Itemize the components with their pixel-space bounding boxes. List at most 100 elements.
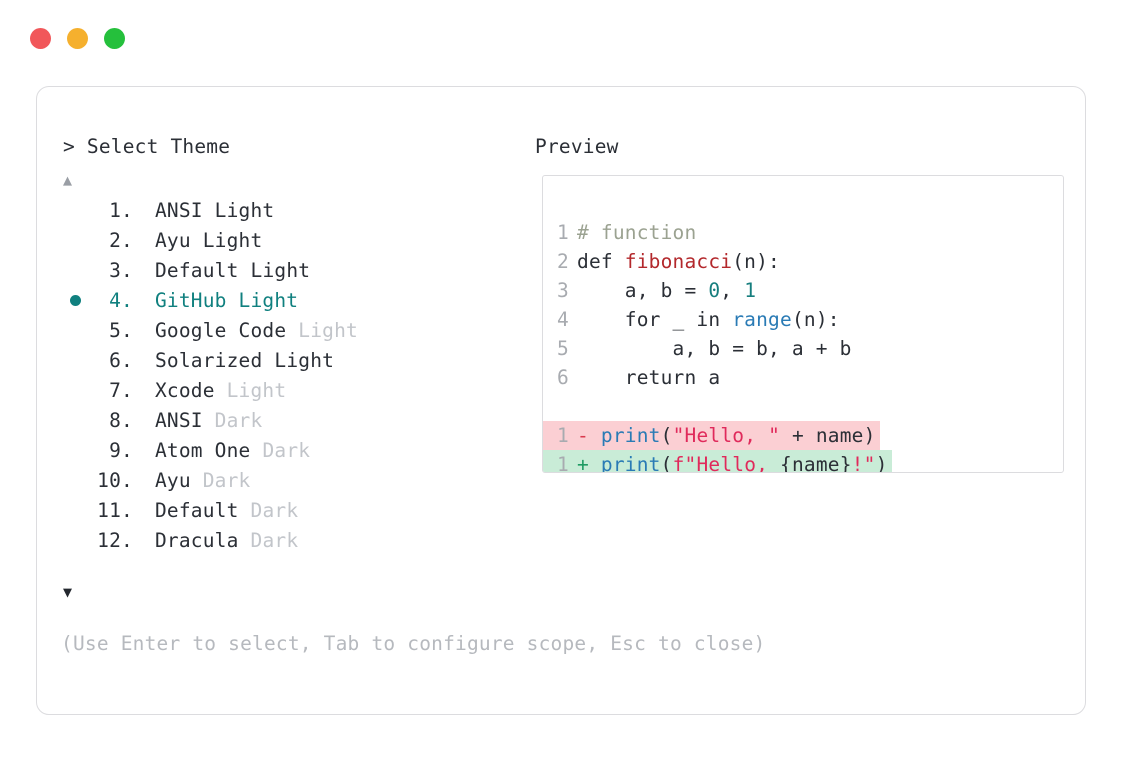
theme-item-space <box>203 199 215 222</box>
theme-item-index-gap <box>133 409 155 432</box>
code-line-number: 5 <box>557 337 569 360</box>
code-token: + name) <box>780 424 876 447</box>
code-line-number: 3 <box>557 279 569 302</box>
close-window-dot[interactable] <box>30 28 51 49</box>
code-token: print <box>600 424 661 447</box>
theme-item-name: ANSI <box>154 408 203 432</box>
theme-item-index: 12. <box>97 528 133 552</box>
selection-dot-icon <box>69 294 81 306</box>
scroll-down-icon[interactable]: ▼ <box>63 583 73 601</box>
theme-item-name: Ayu <box>154 228 191 252</box>
theme-list-item[interactable]: 3. Default Light <box>59 255 499 285</box>
code-line: 4 for _ in range(n): <box>543 305 1063 334</box>
theme-item-index: 3. <box>109 258 133 282</box>
theme-item-index-gap <box>133 289 155 312</box>
theme-item-variant: Light <box>298 318 358 342</box>
code-token: # function <box>577 221 697 244</box>
code-line: 3 a, b = 0, 1 <box>543 276 1063 305</box>
code-token: a, b = <box>577 279 709 302</box>
code-token: range <box>732 308 792 331</box>
theme-item-variant: Dark <box>250 528 299 552</box>
theme-list-item[interactable]: 2. Ayu Light <box>59 225 499 255</box>
theme-item-space <box>191 469 203 492</box>
code-token: f"Hello, <box>672 453 781 473</box>
theme-item-name: Default <box>154 498 239 522</box>
code-token: , <box>720 279 745 302</box>
keyboard-hint: (Use Enter to select, Tab to configure s… <box>61 632 766 655</box>
code-line: 1# function <box>543 218 1063 247</box>
diff-sign: + <box>577 453 589 473</box>
theme-item-index: 7. <box>109 378 133 402</box>
theme-item-name: Dracula <box>154 528 239 552</box>
code-token: print <box>600 453 661 473</box>
maximize-window-dot[interactable] <box>104 28 125 49</box>
scroll-up-icon[interactable]: ▲ <box>63 171 73 189</box>
code-line-text: a, b = 0, 1 <box>577 276 756 305</box>
code-token: return a <box>577 366 721 389</box>
diff-sign-space <box>589 453 601 472</box>
theme-item-space <box>239 499 251 522</box>
theme-item-index-gap <box>133 229 155 252</box>
theme-list-item[interactable]: 12. Dracula Dark <box>59 525 499 555</box>
diff-line-text: - print("Hello, " + name) <box>577 421 880 450</box>
code-line-text: def fibonacci(n): <box>577 247 780 276</box>
theme-item-variant: Light <box>214 198 275 222</box>
theme-item-name: Ayu <box>154 468 191 492</box>
theme-item-index-gap <box>133 259 155 282</box>
theme-item-name: ANSI <box>154 198 203 222</box>
code-token: !" <box>851 453 876 473</box>
theme-item-variant: Light <box>202 228 263 252</box>
window-titlebar <box>30 28 125 49</box>
theme-item-variant: Light <box>250 258 311 282</box>
theme-item-variant: Light <box>226 378 287 402</box>
theme-picker-card: > Select Theme Preview ▲ ▼ 1. ANSI Light… <box>36 86 1086 715</box>
theme-item-space <box>250 439 262 462</box>
minimize-window-dot[interactable] <box>67 28 88 49</box>
theme-item-name: Default <box>154 258 239 282</box>
theme-item-index: 5. <box>109 318 133 342</box>
theme-item-index: 1. <box>109 198 133 222</box>
theme-item-index-gap <box>133 199 155 222</box>
diff-sign: - <box>577 424 589 447</box>
theme-list-item[interactable]: 1. ANSI Light <box>59 195 499 225</box>
code-line-text: # function <box>577 218 696 247</box>
code-line-number: 2 <box>557 250 569 273</box>
theme-item-index-gap <box>133 499 155 522</box>
theme-item-index: 9. <box>109 438 133 462</box>
theme-list-item[interactable]: 10. Ayu Dark <box>59 465 499 495</box>
theme-item-space <box>239 259 251 282</box>
theme-list-item[interactable]: 7. Xcode Light <box>59 375 499 405</box>
theme-item-space <box>286 319 298 342</box>
theme-item-variant: Dark <box>262 438 311 462</box>
code-token: 0 <box>708 279 721 302</box>
theme-item-index: 2. <box>109 228 133 252</box>
code-token: (n): <box>791 308 840 331</box>
theme-list-item[interactable]: 11. Default Dark <box>59 495 499 525</box>
diff-line-del: 1- print("Hello, " + name) <box>543 421 1063 450</box>
theme-item-name: Xcode <box>154 378 215 402</box>
diff-line-add: 1+ print(f"Hello, {name}!") <box>543 450 1063 473</box>
theme-list-item[interactable]: 5. Google Code Light <box>59 315 499 345</box>
theme-item-index: 4. <box>109 288 133 312</box>
theme-item-variant: Dark <box>214 408 263 432</box>
diff-line-number: 1 <box>543 421 577 450</box>
theme-item-variant: Dark <box>202 468 251 492</box>
theme-item-index-gap <box>133 319 155 342</box>
code-token: fibonacci <box>624 250 733 273</box>
code-line-text: return a <box>577 363 720 392</box>
code-line-text: for _ in range(n): <box>577 305 840 334</box>
theme-list-item[interactable]: 9. Atom One Dark <box>59 435 499 465</box>
theme-list-item[interactable]: 6. Solarized Light <box>59 345 499 375</box>
select-theme-prompt: > Select Theme <box>63 135 231 158</box>
theme-item-index: 6. <box>109 348 133 372</box>
selection-bullet-cell <box>59 294 91 306</box>
code-token: 1 <box>744 279 757 302</box>
theme-list-item[interactable]: 8. ANSI Dark <box>59 405 499 435</box>
theme-list-item[interactable]: 4. GitHub Light <box>59 285 499 315</box>
diff-sign-space <box>589 424 601 447</box>
theme-item-space <box>262 349 274 372</box>
code-token: ( <box>660 453 673 473</box>
code-line-number: 4 <box>557 308 569 331</box>
